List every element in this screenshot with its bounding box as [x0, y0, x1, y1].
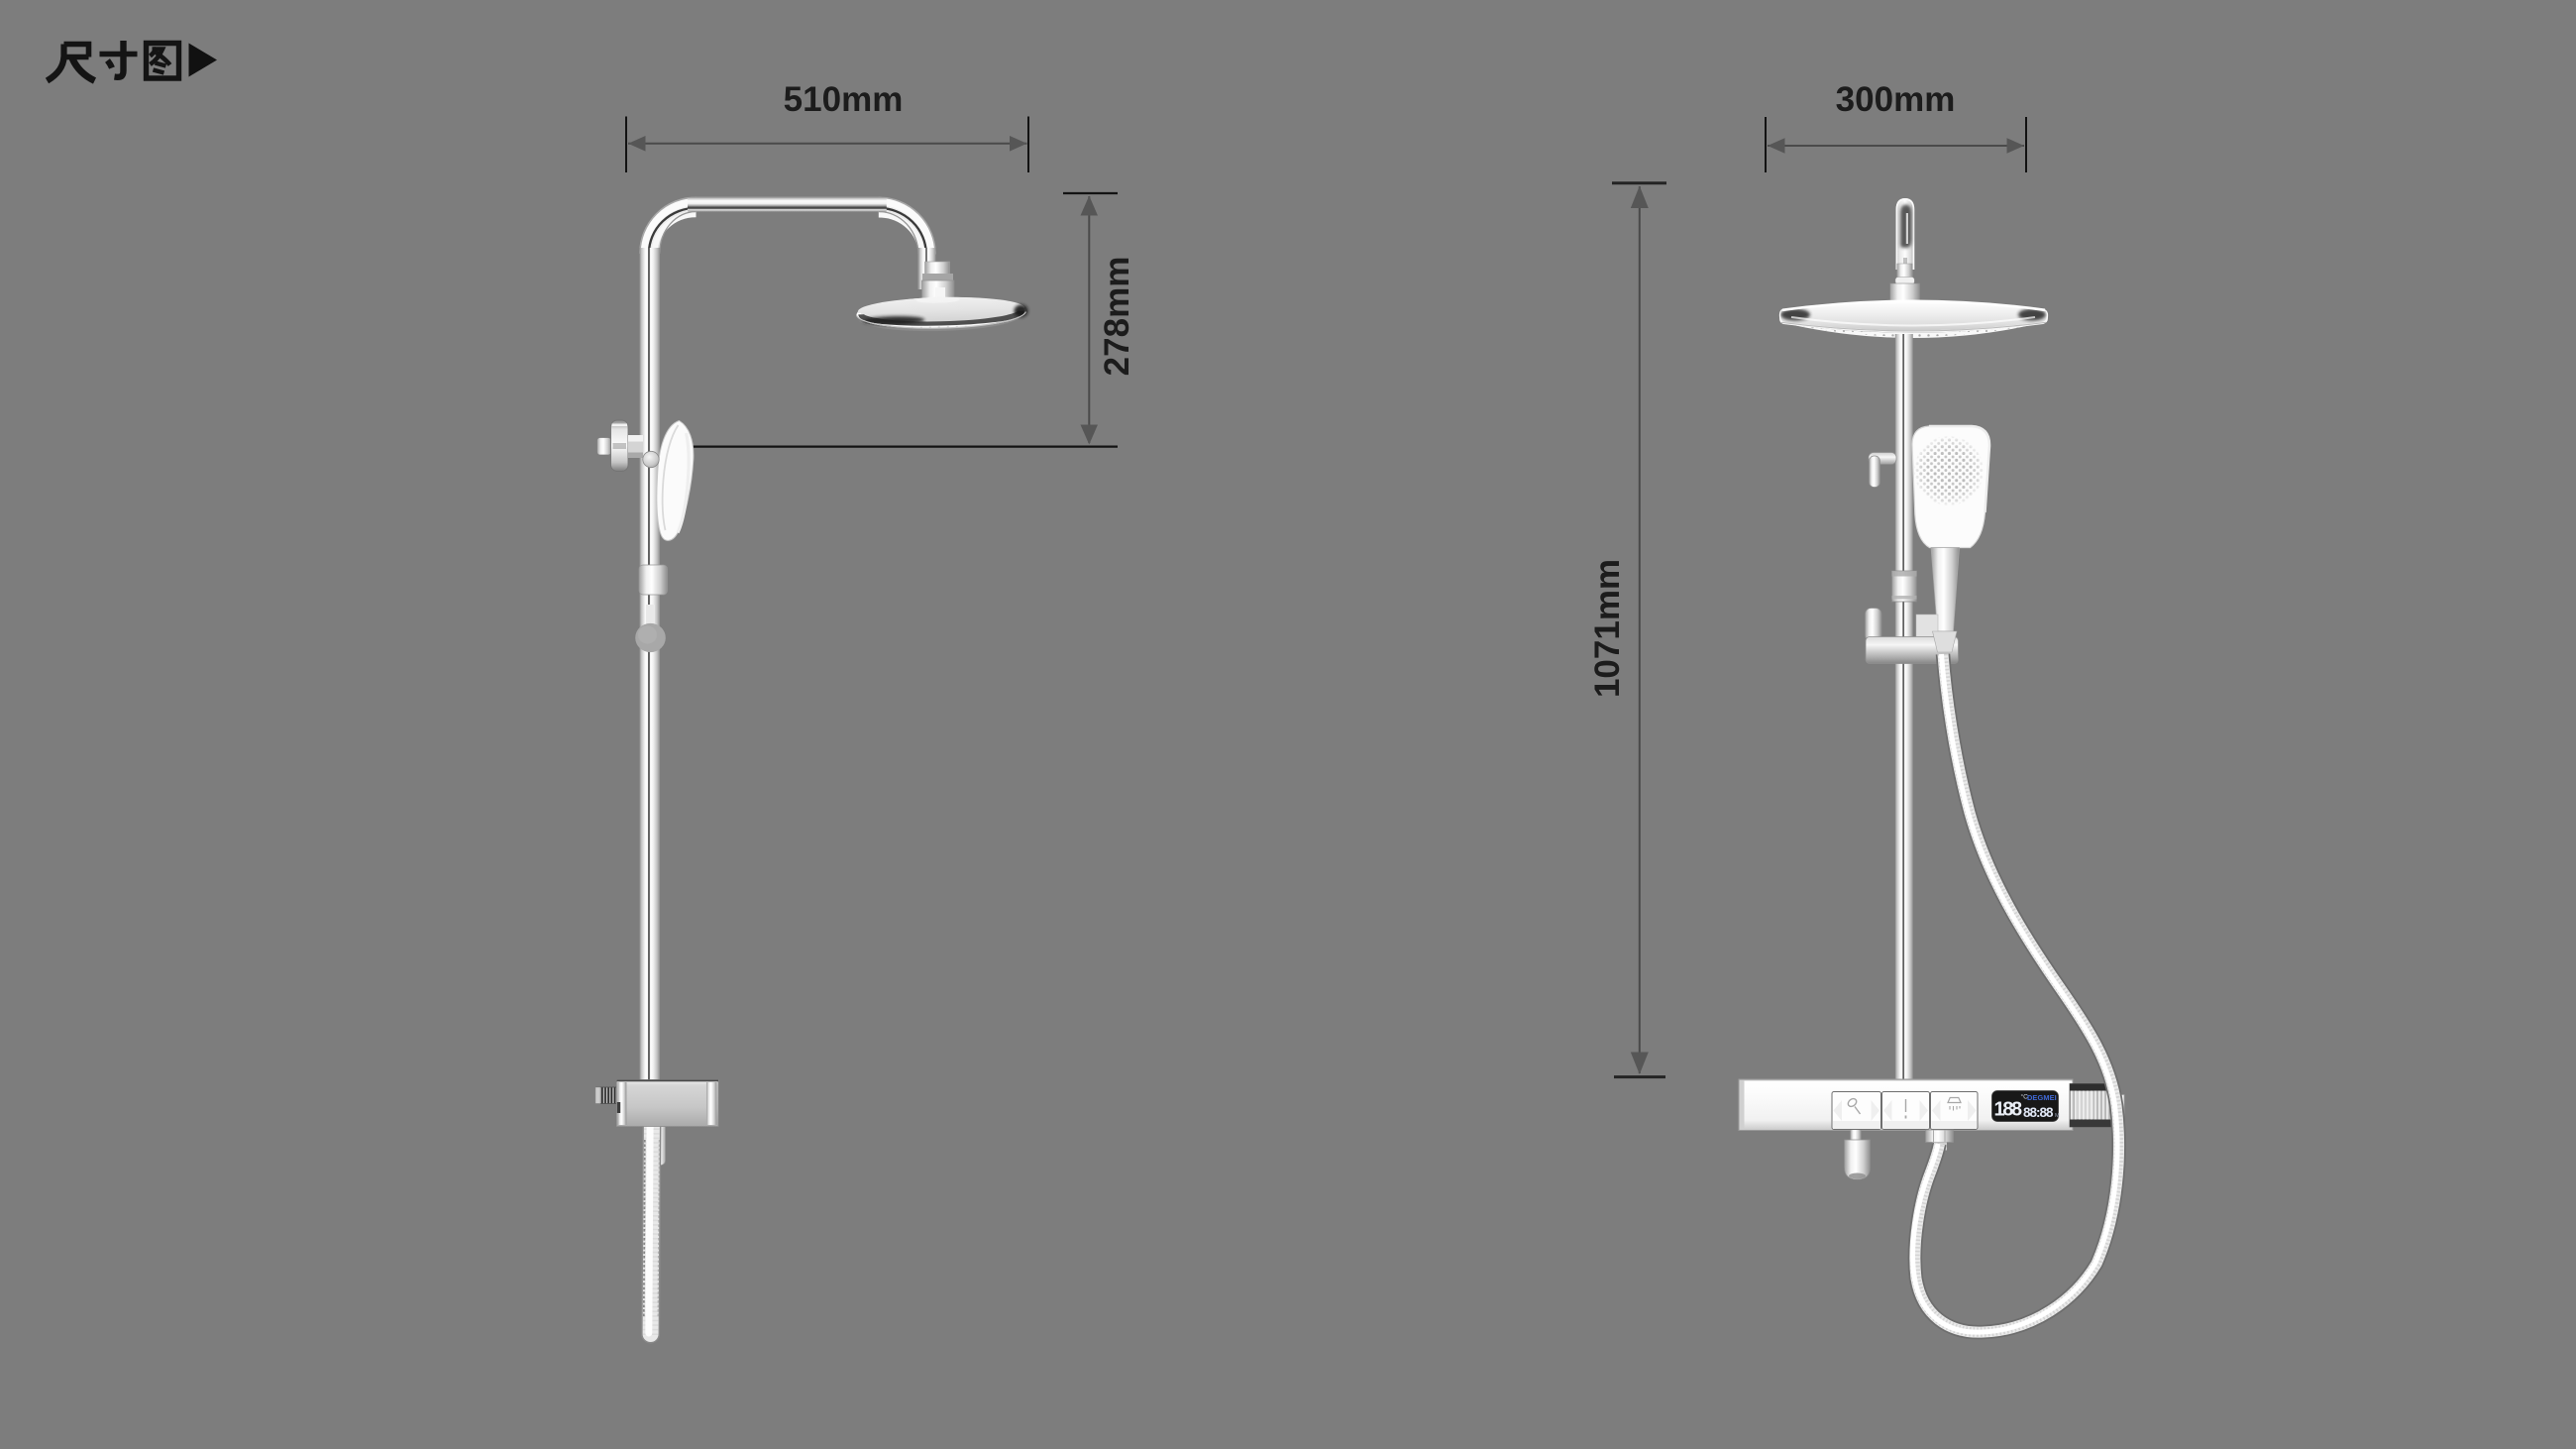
- svg-text:°C: °C: [2021, 1093, 2029, 1101]
- svg-text:278mm: 278mm: [1098, 257, 1136, 377]
- svg-text:M: M: [2055, 1113, 2060, 1119]
- svg-text:DEGMEI: DEGMEI: [2027, 1093, 2057, 1102]
- svg-text:1071mm: 1071mm: [1588, 559, 1627, 698]
- svg-text:300mm: 300mm: [1836, 80, 1956, 119]
- svg-text:88:88: 88:88: [2023, 1105, 2054, 1120]
- svg-text:188: 188: [1994, 1099, 2022, 1121]
- svg-text:510mm: 510mm: [784, 80, 904, 119]
